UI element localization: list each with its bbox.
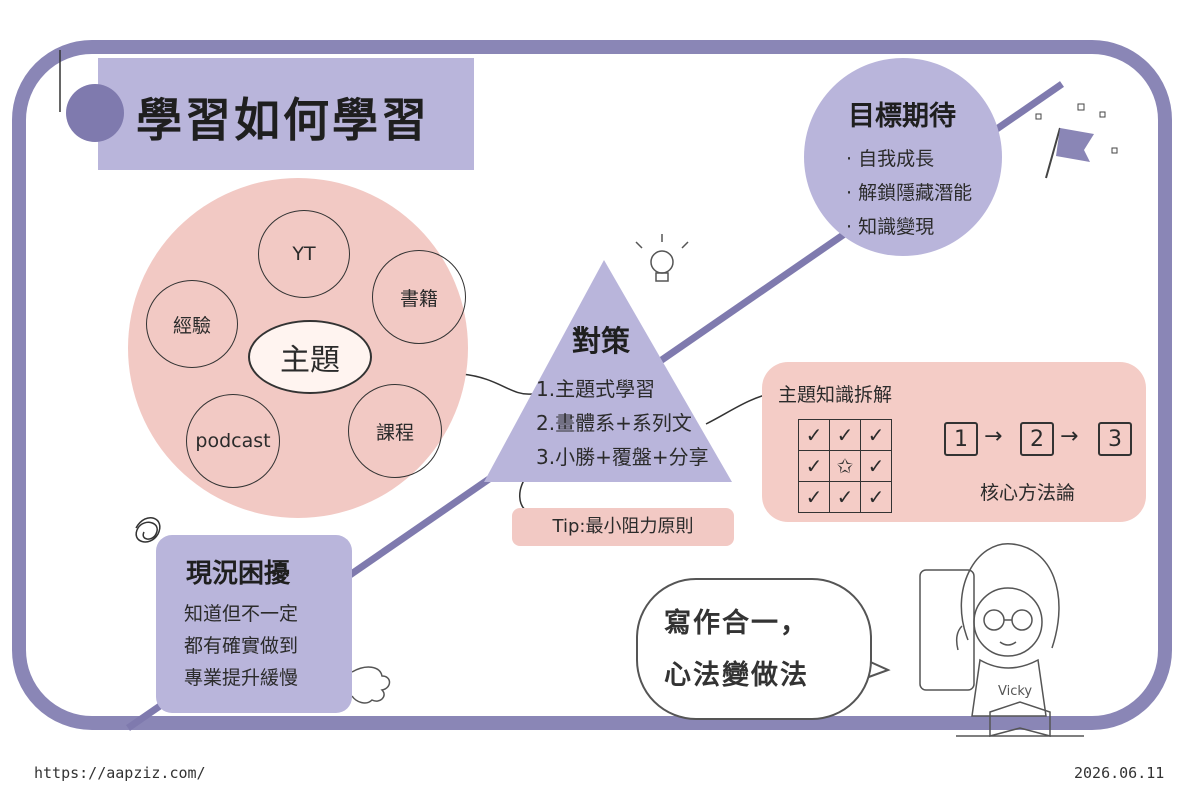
grid-cell: ✓ bbox=[860, 481, 892, 513]
goals-list: · 自我成長 · 解鎖隱藏潛能 · 知識變現 bbox=[846, 142, 972, 244]
title-bar bbox=[98, 58, 474, 170]
grid-cell: ✓ bbox=[798, 450, 830, 482]
mindmap-node-books: 書籍 bbox=[372, 250, 466, 344]
character-name: Vicky bbox=[998, 684, 1033, 699]
status-title: 現況困擾 bbox=[186, 559, 291, 589]
strategy-item: 2.畫體系+系列文 bbox=[536, 411, 692, 435]
flag-icon bbox=[1035, 103, 1118, 179]
goal-item: · 解鎖隱藏潛能 bbox=[846, 182, 973, 204]
strategy-item: 3.小勝+覆盤+分享 bbox=[536, 445, 709, 469]
connector-mindmap bbox=[461, 373, 533, 395]
strategy-triangle bbox=[484, 260, 732, 482]
step-box: 1 bbox=[944, 422, 978, 456]
mindmap-node-podcast: podcast bbox=[186, 394, 280, 488]
goals-circle bbox=[804, 58, 1002, 256]
speech-line: 寫作合一， bbox=[664, 608, 809, 639]
breakdown-grid: ✓ ✓ ✓ ✓ ✩ ✓ ✓ ✓ ✓ bbox=[798, 419, 892, 513]
grid-cell: ✓ bbox=[829, 419, 861, 451]
grid-cell: ✓ bbox=[798, 419, 830, 451]
footer-date: 2026.06.11 bbox=[1074, 764, 1165, 782]
status-item: 專業提升緩慢 bbox=[184, 667, 299, 689]
goals-title: 目標期待 bbox=[848, 101, 956, 132]
strategy-list: 1.主題式學習 2.畫體系+系列文 3.小勝+覆盤+分享 bbox=[536, 372, 709, 474]
status-item: 都有確實做到 bbox=[184, 635, 299, 657]
tip-badge: Tip:最小阻力原則 bbox=[512, 508, 734, 546]
goal-item: · 自我成長 bbox=[846, 148, 935, 170]
breakdown-title: 主題知識拆解 bbox=[778, 384, 893, 406]
mindmap-center: 主題 bbox=[248, 320, 372, 394]
grid-cell: ✓ bbox=[860, 419, 892, 451]
mindmap-node-experience: 經驗 bbox=[146, 280, 238, 368]
status-list: 知道但不一定 都有確實做到 專業提升緩慢 bbox=[184, 598, 298, 694]
mindmap-node-yt: YT bbox=[258, 210, 350, 298]
step-box: 3 bbox=[1098, 422, 1132, 456]
grid-cell: ✓ bbox=[798, 481, 830, 513]
speech-bubble bbox=[636, 578, 872, 720]
arrow-icon: → bbox=[1060, 424, 1079, 449]
grid-cell: ✓ bbox=[860, 450, 892, 482]
girl-illustration bbox=[919, 543, 1084, 737]
arrow-icon: → bbox=[984, 424, 1003, 449]
strategy-title: 對策 bbox=[572, 324, 631, 358]
speech-line: 心法變做法 bbox=[664, 660, 809, 691]
hand-icon bbox=[351, 666, 391, 704]
title-dot bbox=[66, 84, 124, 142]
lightbulb-icon bbox=[635, 234, 689, 282]
outer-frame bbox=[12, 40, 1172, 730]
grid-cell: ✓ bbox=[829, 481, 861, 513]
status-item: 知道但不一定 bbox=[184, 603, 299, 625]
goal-item: · 知識變現 bbox=[846, 216, 935, 238]
scribble-icon bbox=[135, 517, 161, 543]
speech-text: 寫作合一， 心法變做法 bbox=[664, 598, 809, 702]
strategy-item: 1.主題式學習 bbox=[536, 377, 656, 401]
grid-cell: ✩ bbox=[829, 450, 861, 482]
mindmap-node-courses: 課程 bbox=[348, 384, 442, 478]
status-box bbox=[156, 535, 352, 713]
footer-url[interactable]: https://aapziz.com/ bbox=[34, 764, 206, 782]
page-title: 學習如何學習 bbox=[136, 93, 430, 147]
step-box: 2 bbox=[1020, 422, 1054, 456]
method-label: 核心方法論 bbox=[980, 482, 1076, 504]
